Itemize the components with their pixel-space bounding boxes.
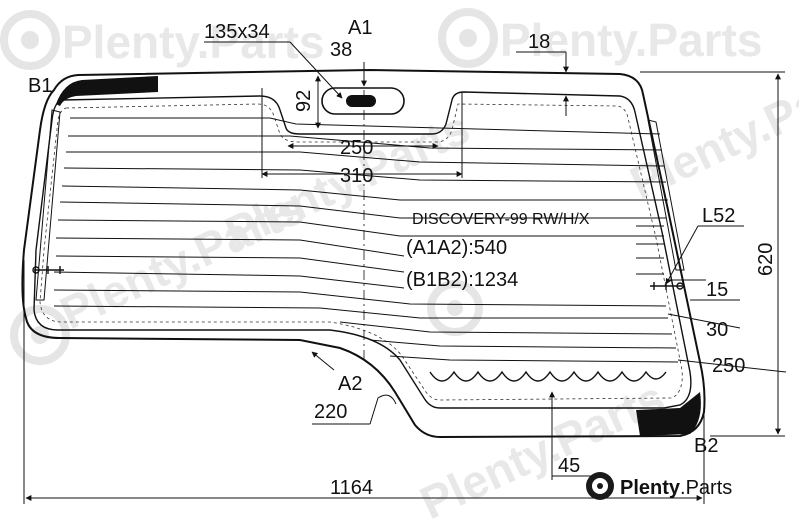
dim-15: 15: [706, 279, 728, 301]
brand-main: Plenty: [620, 477, 681, 499]
side-tick-lines: [636, 225, 664, 275]
point-label-b1: B1: [28, 75, 52, 97]
dim-310: 310: [340, 165, 373, 187]
point-label-b2: B2: [694, 435, 718, 457]
dim-opening-size: 135x34: [204, 21, 270, 43]
left-edge-strip: [35, 109, 61, 301]
watermark-text: Plenty.Parts: [622, 51, 799, 209]
dim-250-top: 250: [340, 137, 373, 159]
glass-outline: [21, 68, 706, 439]
dim-92: 92: [293, 90, 315, 112]
dim-220: 220: [314, 401, 347, 423]
model-b1b2: (B1B2):1234: [406, 269, 518, 291]
corner-block-b2: [636, 392, 701, 436]
dim-250-side: 250: [712, 355, 745, 377]
left-connector-icon: [32, 266, 64, 274]
brand-suffix: .Parts: [680, 477, 732, 499]
right-edge-strip: [647, 119, 685, 271]
brand-logo-icon: [586, 472, 614, 500]
point-label-a1: A1: [348, 17, 372, 39]
watermark-logo-icon: [438, 8, 498, 68]
wave-pattern: [429, 370, 667, 382]
watermark-text: Plenty.Parts: [412, 371, 672, 524]
brand-text: Plenty.Parts: [620, 477, 732, 499]
dim-1164: 1164: [330, 477, 373, 499]
watermark-logo-icon: [0, 10, 60, 70]
dim-30: 30: [706, 319, 728, 341]
dim-18: 18: [528, 31, 550, 53]
model-a1a2: (A1A2):540: [406, 237, 507, 259]
watermark-text: Plenty.Parts: [500, 14, 762, 66]
dimension-lines: [23, 41, 787, 504]
top-opening-slot: [321, 87, 405, 115]
dim-38: 38: [330, 39, 352, 61]
dim-45: 45: [558, 455, 580, 477]
model-name: DISCOVERY-99 RW/H/X: [412, 211, 590, 228]
point-label-a2: A2: [338, 373, 362, 395]
slot-inner: [346, 95, 376, 107]
corner-block-b1: [56, 76, 158, 106]
watermark-logo-icon: [427, 280, 483, 336]
dashed-ceramic-edge: [39, 103, 683, 401]
dim-l52: L52: [702, 205, 735, 227]
glass-inner-outline: [33, 91, 692, 409]
dim-620: 620: [755, 243, 777, 276]
heating-lines: [53, 117, 679, 363]
